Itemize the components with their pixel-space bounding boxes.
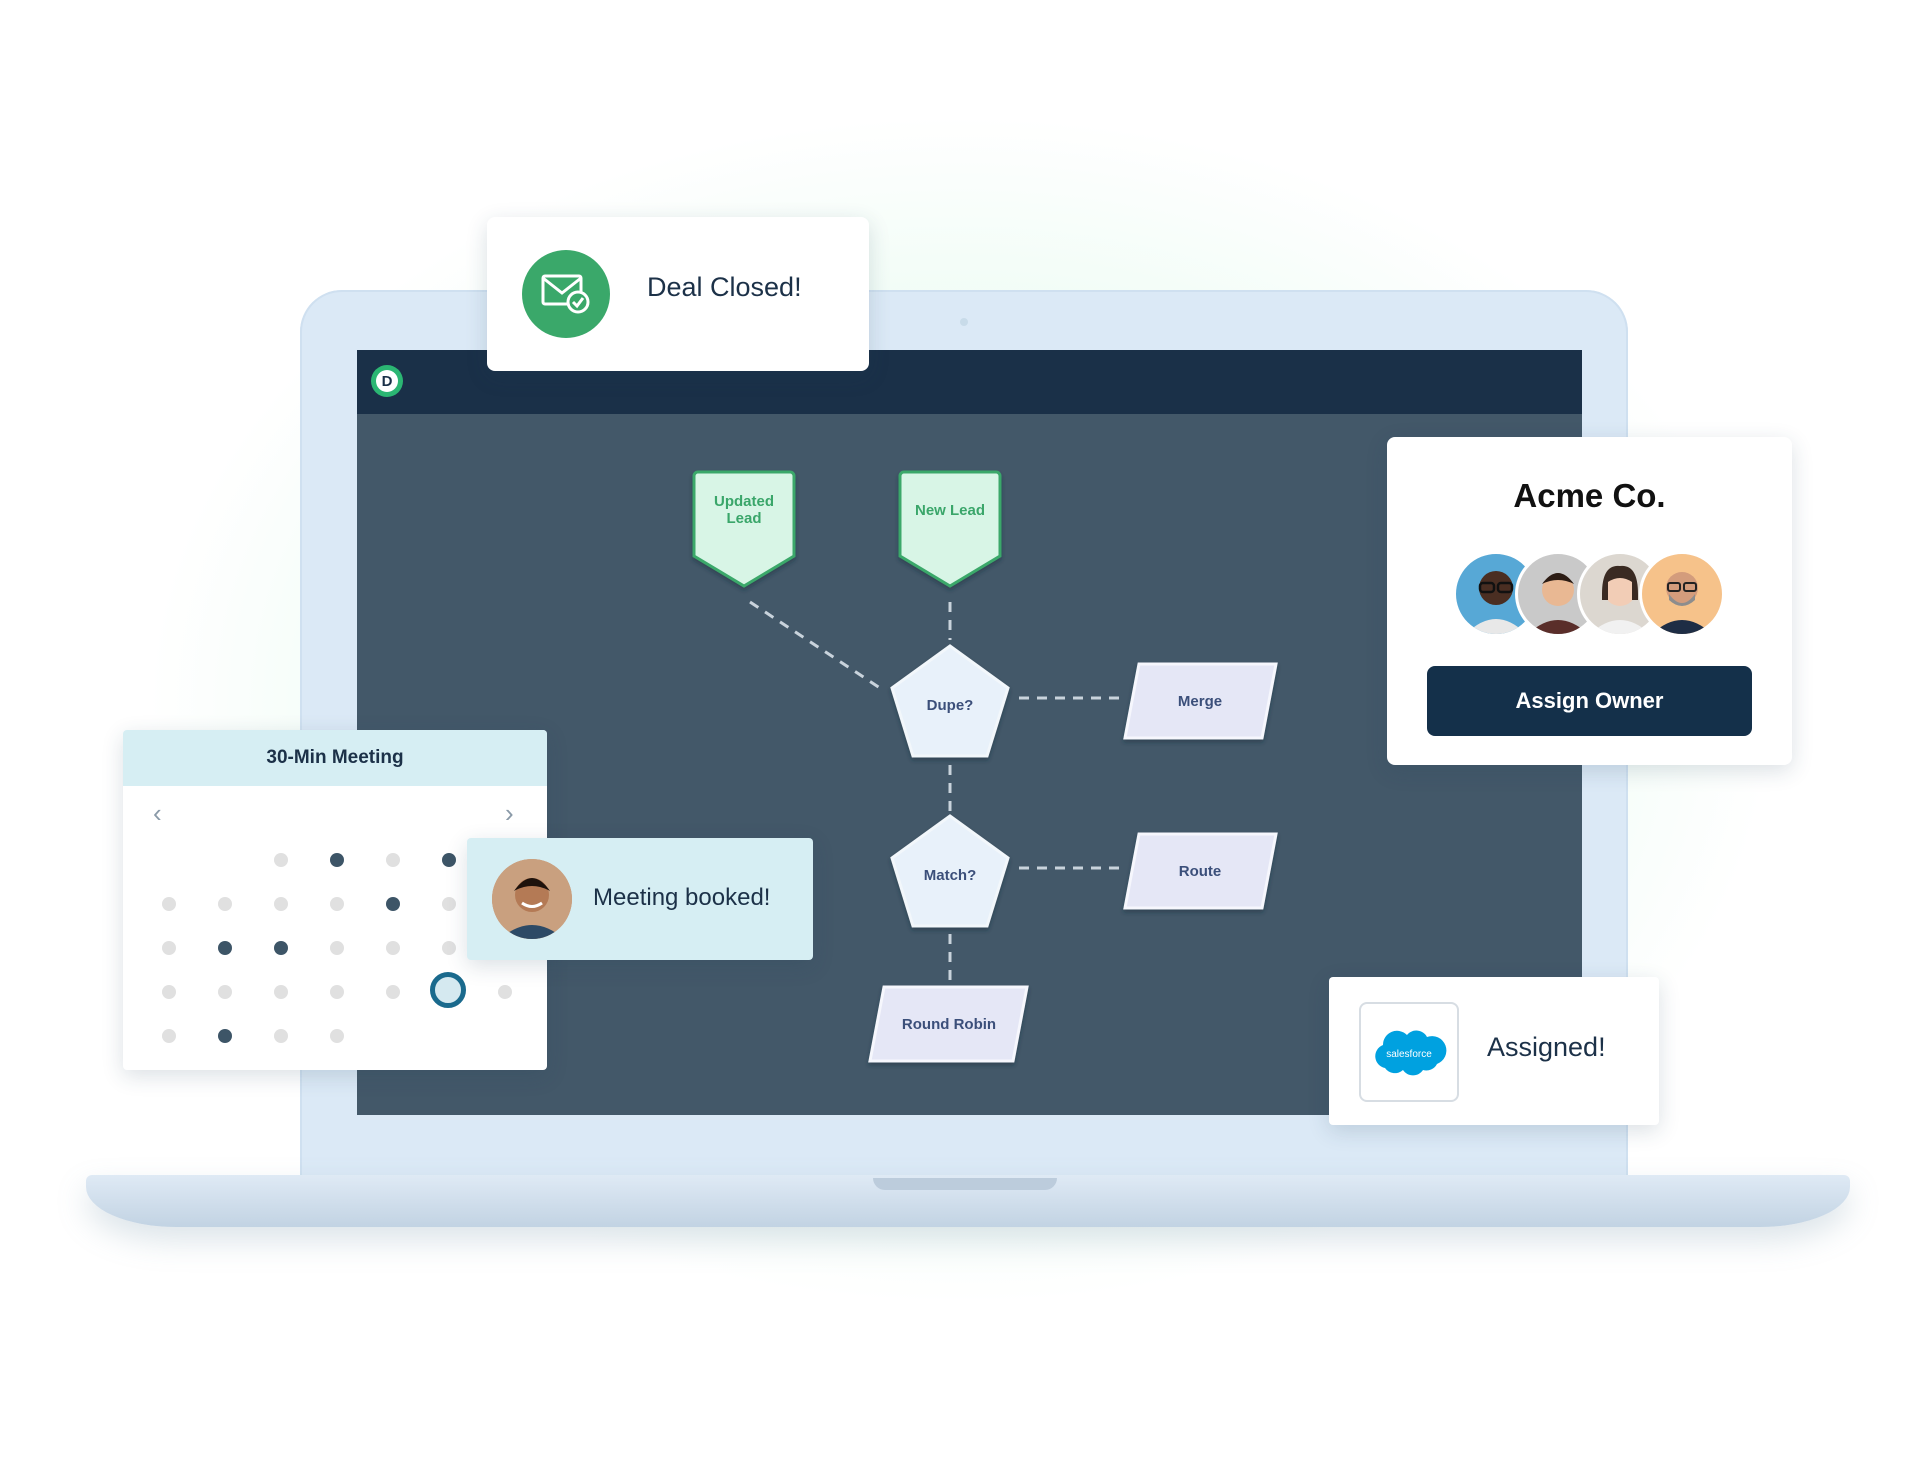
laptop-camera	[960, 318, 968, 326]
action-route[interactable]: Route	[1178, 862, 1222, 880]
deal-closed-card: Deal Closed!	[487, 217, 869, 371]
action-round-robin-shape	[868, 985, 1029, 1063]
calendar-day[interactable]	[162, 1029, 176, 1043]
calendar-day[interactable]	[498, 985, 512, 999]
meeting-booked-toast: Meeting booked!	[467, 838, 813, 960]
calendar-day-available[interactable]	[218, 941, 232, 955]
salesforce-logo-text: salesforce	[1386, 1049, 1432, 1060]
owner-avatars	[1453, 551, 1733, 637]
trigger-updated-lead-line2: Lead	[726, 510, 762, 527]
app-logo[interactable]: D	[371, 365, 403, 397]
calendar-day[interactable]	[386, 941, 400, 955]
calendar-day[interactable]	[330, 897, 344, 911]
assign-owner-button[interactable]: Assign Owner	[1427, 666, 1752, 736]
person-4-avatar[interactable]	[1639, 551, 1725, 637]
decision-dupe-shape	[890, 644, 1010, 758]
action-round-robin[interactable]: Round Robin	[901, 1015, 997, 1033]
decision-dupe[interactable]: Dupe?	[926, 696, 974, 714]
workflow-canvas	[692, 470, 1278, 1063]
calendar-day[interactable]	[162, 941, 176, 955]
trigger-new-lead[interactable]: New Lead	[914, 501, 986, 519]
assigned-card: salesforce Assigned!	[1329, 977, 1659, 1125]
assigned-text: Assigned!	[1487, 1032, 1606, 1062]
calendar-day[interactable]	[274, 985, 288, 999]
calendar-day-available[interactable]	[274, 941, 288, 955]
calendar-day-available[interactable]	[386, 897, 400, 911]
salesforce-logo: salesforce	[1359, 1002, 1459, 1102]
calendar-day[interactable]	[330, 1029, 344, 1043]
calendar-title: 30-Min Meeting	[123, 730, 547, 786]
mail-check-icon	[522, 250, 610, 338]
trigger-updated-lead[interactable]: Updated Lead	[694, 480, 794, 540]
calendar-day-selected[interactable]	[430, 972, 466, 1008]
calendar-day[interactable]	[274, 1029, 288, 1043]
trigger-updated-lead-line1: Updated	[714, 493, 774, 510]
action-merge-shape	[1123, 662, 1278, 740]
account-name: Acme Co.	[1513, 477, 1666, 514]
action-merge[interactable]: Merge	[1177, 692, 1223, 710]
calendar-prev-icon[interactable]: ‹	[153, 798, 162, 828]
decision-match-shape	[890, 814, 1010, 928]
calendar-day[interactable]	[274, 853, 288, 867]
calendar-day[interactable]	[330, 985, 344, 999]
attendee-avatar	[492, 859, 572, 939]
calendar-card: 30-Min Meeting ‹ ›	[123, 730, 547, 1070]
calendar-day-available[interactable]	[442, 853, 456, 867]
meeting-booked-text: Meeting booked!	[593, 884, 771, 911]
calendar-day[interactable]	[386, 853, 400, 867]
calendar-day[interactable]	[162, 897, 176, 911]
calendar-day[interactable]	[330, 941, 344, 955]
deal-closed-text: Deal Closed!	[647, 272, 802, 302]
laptop-notch	[873, 1178, 1057, 1190]
calendar-day-available[interactable]	[330, 853, 344, 867]
salesforce-cloud-icon: salesforce	[1375, 1030, 1447, 1076]
calendar-next-icon[interactable]: ›	[505, 798, 514, 828]
calendar-day[interactable]	[386, 985, 400, 999]
calendar-day[interactable]	[218, 897, 232, 911]
calendar-day[interactable]	[218, 985, 232, 999]
decision-match[interactable]: Match?	[923, 866, 977, 884]
calendar-day[interactable]	[442, 941, 456, 955]
trigger-updated-lead-shape	[692, 470, 796, 588]
calendar-day[interactable]	[274, 897, 288, 911]
calendar-day-available[interactable]	[218, 1029, 232, 1043]
connector-updated-to-dupe	[749, 600, 881, 690]
trigger-new-lead-shape	[898, 470, 1002, 588]
action-route-shape	[1123, 832, 1278, 910]
calendar-day[interactable]	[162, 985, 176, 999]
calendar-day[interactable]	[442, 897, 456, 911]
account-card: Acme Co. Assign Owner	[1387, 437, 1792, 765]
